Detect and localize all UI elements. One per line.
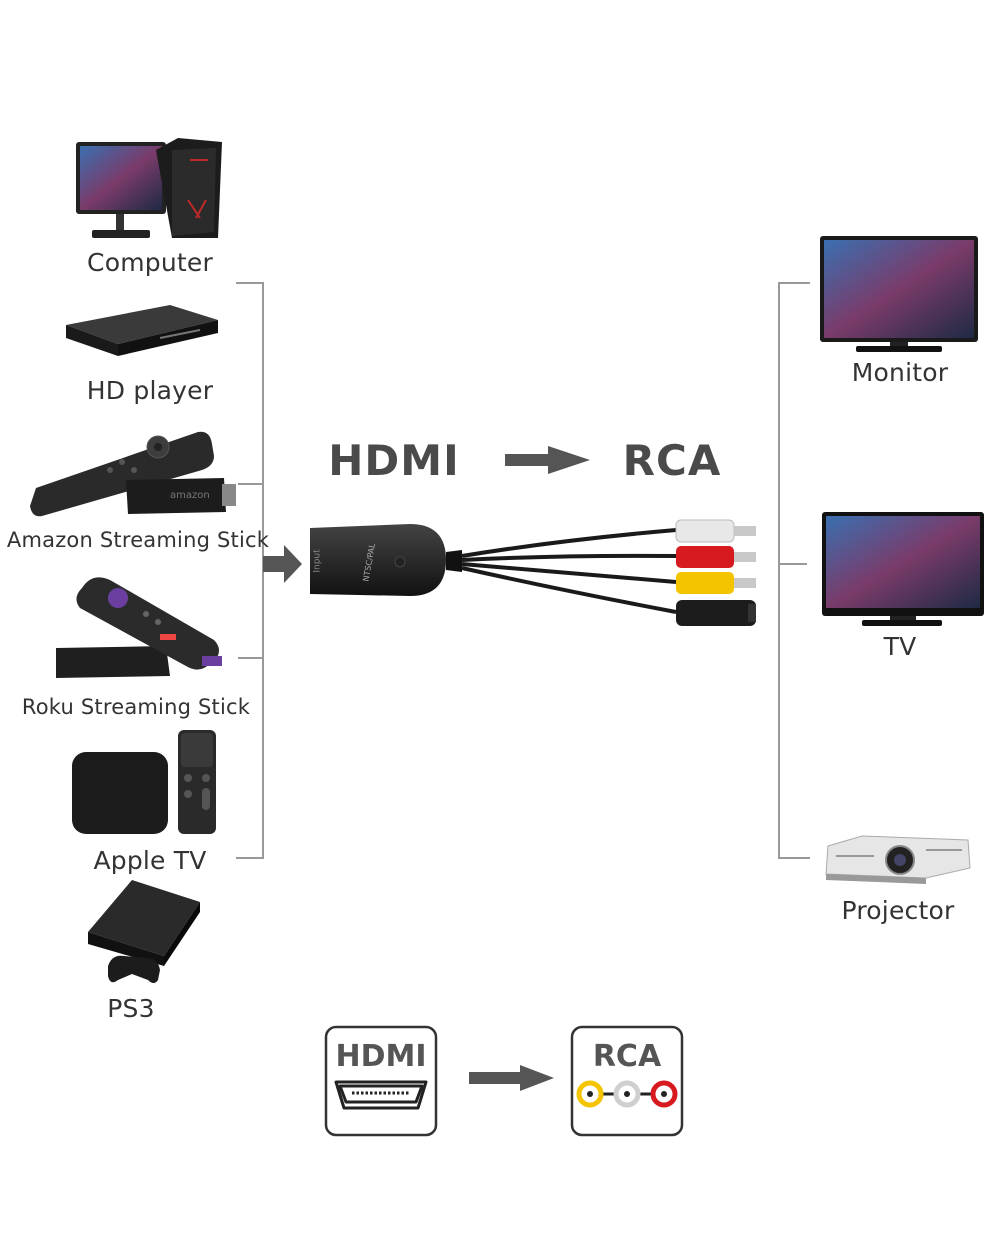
source-label-roku-stick: Roku Streaming Stick <box>21 695 251 719</box>
source-label-computer: Computer <box>87 248 213 277</box>
hdmi-connector-icon <box>334 1080 428 1110</box>
output-label-monitor: Monitor <box>851 358 949 387</box>
monitor-icon <box>820 236 978 352</box>
adapter-input-label: Input <box>312 549 323 573</box>
hd-player-icon <box>66 305 218 356</box>
header-arrow <box>505 446 590 474</box>
footer-hdmi-title: HDMI <box>335 1039 427 1074</box>
apple-tv-icon <box>72 730 216 834</box>
amazon-stick-icon: amazon <box>30 431 236 517</box>
footer-arrow <box>469 1065 554 1091</box>
ps3-icon <box>88 880 200 983</box>
input-arrow <box>263 545 302 583</box>
rca-white-plug <box>675 519 756 543</box>
source-bracket <box>236 282 264 859</box>
rca-ports-icon <box>576 1080 678 1108</box>
source-label-hd-player: HD player <box>86 376 214 405</box>
source-label-apple-tv: Apple TV <box>93 846 207 875</box>
source-label-ps3: PS3 <box>107 994 155 1023</box>
rca-cables <box>461 528 677 614</box>
rca-yellow-plug <box>676 572 756 594</box>
output-label-tv: TV <box>883 632 917 661</box>
output-bracket <box>778 282 810 859</box>
hdmi-adapter <box>310 524 462 596</box>
projector-icon <box>825 835 971 884</box>
output-label-projector: Projector <box>841 896 955 925</box>
header-rca-label: RCA <box>622 436 722 485</box>
footer-rca-title: RCA <box>592 1039 662 1074</box>
power-jack <box>676 600 756 626</box>
tv-icon <box>822 512 984 626</box>
svg-text:amazon: amazon <box>170 490 210 501</box>
source-label-amazon-stick: Amazon Streaming Stick <box>6 528 270 552</box>
roku-stick-icon <box>56 577 222 678</box>
computer-icon <box>76 138 222 238</box>
header-hdmi-label: HDMI <box>328 436 460 485</box>
rca-red-plug <box>676 546 756 568</box>
